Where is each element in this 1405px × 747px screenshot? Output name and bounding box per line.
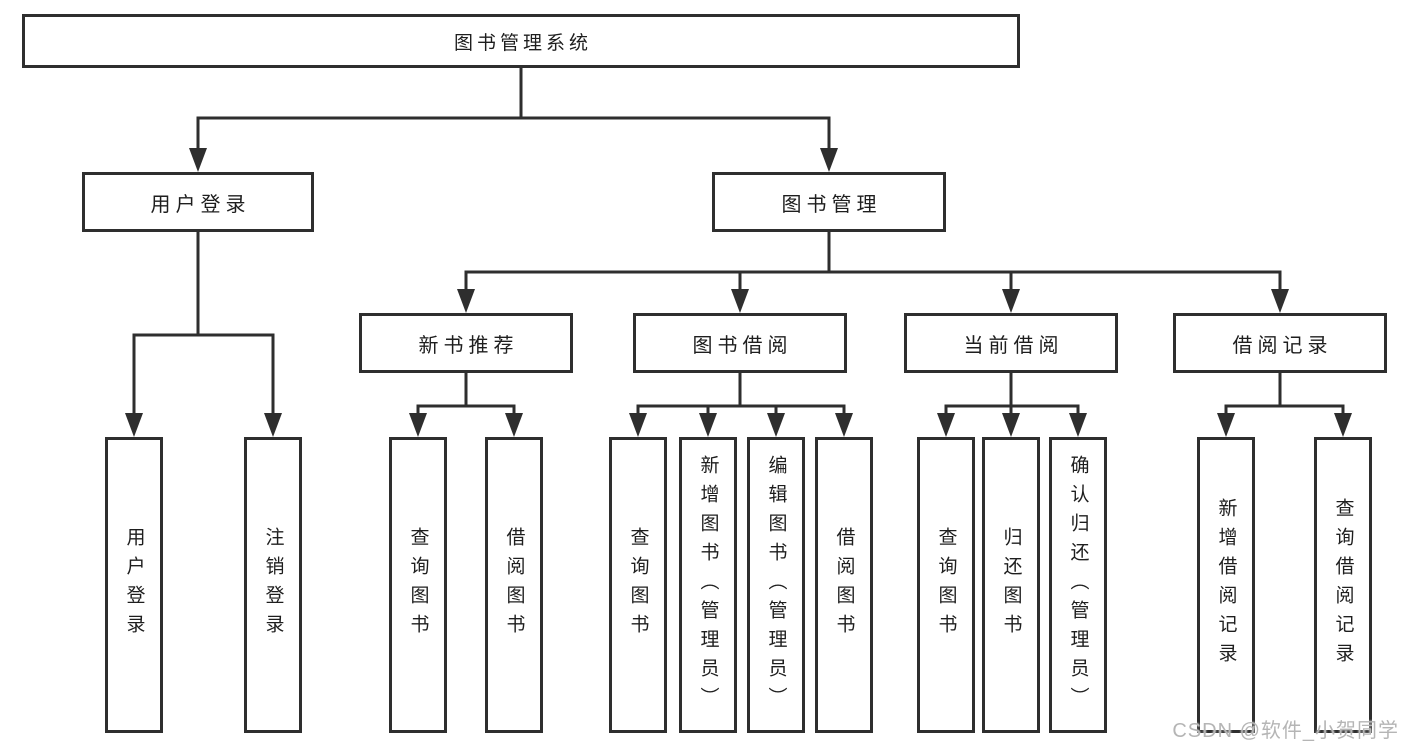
- node-user-login: 用户登录: [82, 172, 314, 232]
- leaf-add-books-admin: 新增图书（管理员）: [679, 437, 737, 733]
- leaf-user-login: 用户登录: [105, 437, 163, 733]
- leaf-add-borrowing-record: 新增借阅记录: [1197, 437, 1255, 733]
- leaf-query-books-current: 查询图书: [917, 437, 975, 733]
- node-library-management-system: 图书管理系统: [22, 14, 1020, 68]
- node-new-book-recommendation: 新书推荐: [359, 313, 573, 373]
- leaf-query-books-borrowing: 查询图书: [609, 437, 667, 733]
- connector-lines: [132, 68, 1345, 417]
- leaf-return-books: 归还图书: [982, 437, 1040, 733]
- leaf-query-books-recommend: 查询图书: [389, 437, 447, 733]
- node-book-borrowing: 图书借阅: [633, 313, 847, 373]
- leaf-logout: 注销登录: [244, 437, 302, 733]
- arrow-down-icons: [125, 148, 1352, 437]
- watermark: CSDN @软件_小贺同学: [1172, 720, 1399, 742]
- node-current-borrowing: 当前借阅: [904, 313, 1118, 373]
- leaf-edit-books-admin: 编辑图书（管理员）: [747, 437, 805, 733]
- leaf-borrow-books: 借阅图书: [815, 437, 873, 733]
- node-borrowing-records: 借阅记录: [1173, 313, 1387, 373]
- node-book-management: 图书管理: [712, 172, 946, 232]
- leaf-confirm-return-admin: 确认归还（管理员）: [1049, 437, 1107, 733]
- leaf-query-borrowing-record: 查询借阅记录: [1314, 437, 1372, 733]
- leaf-borrow-books-recommend: 借阅图书: [485, 437, 543, 733]
